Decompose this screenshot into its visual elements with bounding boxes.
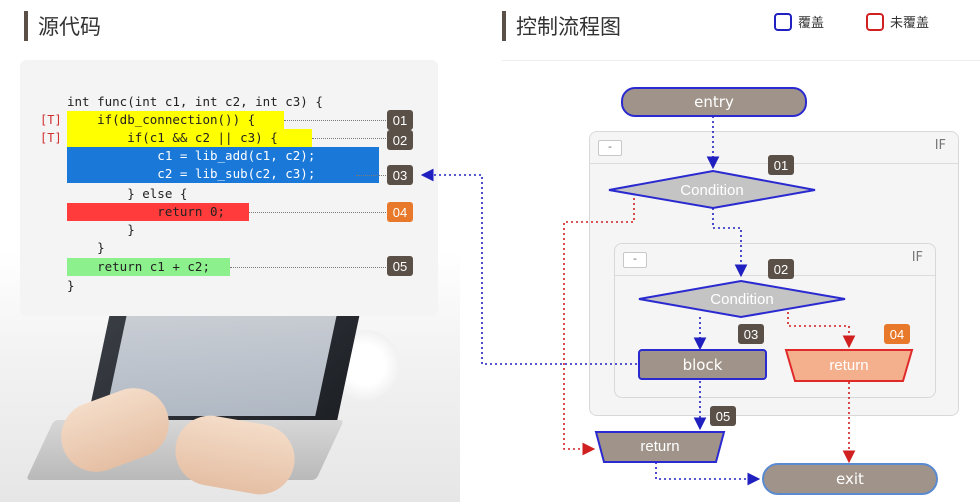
condition2-diamond[interactable] — [638, 279, 846, 319]
edge-block-to-code — [420, 168, 637, 365]
coverage-marker: [T] — [40, 131, 62, 145]
leader-line — [249, 212, 386, 213]
entry-node[interactable]: entry — [621, 87, 807, 117]
condition1-diamond[interactable] — [608, 169, 816, 210]
if-label: IF — [911, 250, 923, 265]
code-line: if(db_connection()) { — [67, 112, 256, 127]
diagram-badge-02: 02 — [768, 259, 794, 279]
uncovered-edges — [563, 198, 856, 464]
badge-02: 02 — [387, 130, 413, 150]
return-covered-node[interactable] — [594, 431, 726, 463]
legend-uncovered-label: 未覆盖 — [890, 16, 930, 31]
leader-line — [356, 175, 386, 176]
edge-cond1-return — [563, 198, 635, 456]
collapse-minus-button[interactable]: - — [598, 140, 622, 156]
return-uncovered-node[interactable] — [784, 349, 914, 382]
code-line: } — [67, 222, 135, 237]
source-code-title-text: 源代码 — [38, 15, 101, 39]
diagram-badge-05: 05 — [710, 406, 736, 426]
code-line: return 0; — [67, 204, 226, 219]
highlight-uncovered-red — [67, 203, 249, 221]
exit-node[interactable]: exit — [762, 463, 938, 495]
if-label: IF — [934, 138, 946, 153]
code-line: if(c1 && c2 || c3) { — [67, 130, 278, 145]
legend-uncovered-swatch-icon — [866, 12, 884, 31]
legend-covered-label: 覆盖 — [798, 16, 825, 31]
badge-01: 01 — [387, 110, 413, 130]
edge-return-exit — [655, 462, 761, 486]
code-line: } — [67, 278, 75, 293]
control-flow-title-text: 控制流程图 — [516, 15, 621, 39]
code-line: } else { — [67, 186, 188, 201]
covered-edges — [420, 116, 761, 486]
diagram-badge-04: 04 — [884, 324, 910, 344]
title-bar-icon — [24, 11, 28, 41]
badge-05: 05 — [387, 256, 413, 276]
legend-covered: 覆盖 — [774, 12, 824, 31]
coverage-marker: [T] — [40, 113, 62, 127]
control-flow-title: 控制流程图 — [502, 10, 621, 42]
badge-04: 04 — [387, 202, 413, 222]
condition1-label: Condition — [680, 182, 743, 199]
diagram-badge-01: 01 — [768, 155, 794, 175]
block-node[interactable]: block — [638, 349, 767, 380]
legend-covered-swatch-icon — [774, 12, 792, 31]
return-covered-label: return — [640, 438, 679, 455]
title-bar-icon — [502, 11, 506, 41]
condition2-label: Condition — [710, 291, 773, 308]
right-header-divider — [502, 60, 980, 61]
leader-line — [312, 138, 386, 139]
edge-cond2-return-uncovered — [787, 312, 856, 349]
leader-line — [230, 267, 386, 268]
leader-line — [284, 120, 386, 121]
highlight-covered-blue — [67, 147, 379, 183]
highlight-covered-green — [67, 258, 230, 276]
code-line: return c1 + c2; — [67, 259, 210, 274]
code-line: int func(int c1, int c2, int c3) { — [67, 94, 323, 109]
code-line: } — [67, 240, 105, 255]
return-uncovered-label: return — [829, 357, 868, 374]
highlight-covered-yellow — [67, 111, 284, 129]
highlight-covered-yellow — [67, 129, 312, 147]
collapse-minus-button[interactable]: - — [623, 252, 647, 268]
code-line: c2 = lib_sub(c2, c3); — [67, 166, 316, 181]
legend-uncovered: 未覆盖 — [866, 12, 929, 31]
badge-03: 03 — [387, 165, 413, 185]
code-line: c1 = lib_add(c1, c2); — [67, 148, 316, 163]
source-code-title: 源代码 — [24, 10, 101, 42]
diagram-badge-03: 03 — [738, 324, 764, 344]
edge-cond1-cond2 — [712, 208, 748, 278]
